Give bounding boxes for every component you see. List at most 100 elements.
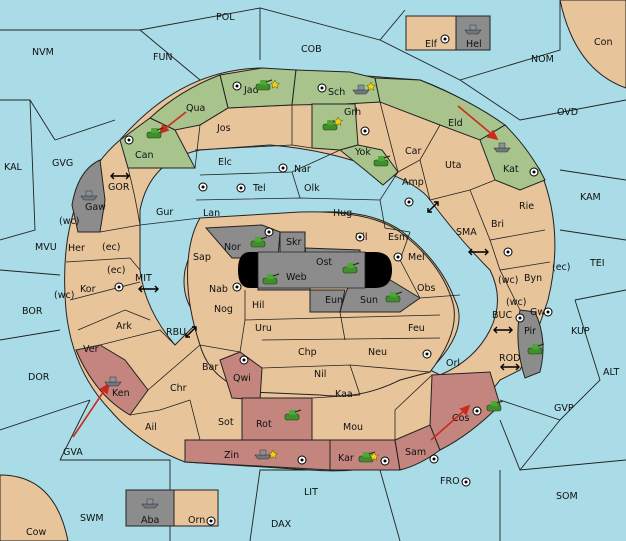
supply-center-marker[interactable] (515, 313, 525, 323)
supply-center-marker[interactable] (198, 182, 208, 192)
label-eun: Eun (325, 295, 343, 306)
label-gur: Gur (156, 207, 173, 218)
province-eld[interactable] (374, 77, 506, 141)
label-nog: Nog (214, 304, 233, 315)
supply-center-marker[interactable] (317, 83, 327, 93)
supply-center-marker[interactable] (393, 252, 403, 262)
label-mit: MIT (135, 273, 152, 284)
fleet-unit-sch[interactable] (352, 84, 370, 95)
label-uta: Uta (445, 160, 462, 171)
supply-center-marker[interactable] (543, 307, 553, 317)
province-pir[interactable] (517, 309, 544, 379)
supply-center-marker[interactable] (380, 456, 390, 466)
strait-arrow-rbu (185, 326, 197, 338)
supply-center-marker[interactable] (404, 197, 414, 207)
label-neu: Neu (368, 347, 387, 358)
label-feu: Feu (408, 323, 425, 334)
green-home-territories (119, 67, 546, 191)
supply-center-marker[interactable] (124, 135, 134, 145)
label-swm: SWM (80, 513, 104, 524)
strait-arrow-sma-2 (468, 248, 489, 256)
supply-center-marker[interactable] (355, 232, 365, 242)
star-icon (366, 81, 376, 91)
label-ovd: OVD (557, 107, 578, 118)
fleet-unit-kat[interactable] (493, 142, 511, 153)
supply-center-marker[interactable] (440, 34, 450, 44)
fleet-unit-aba[interactable] (141, 498, 159, 509)
supply-center-marker[interactable] (236, 183, 246, 193)
army-unit-sun[interactable] (385, 291, 403, 303)
land-labels: Elf Hel Jad Sch Qua Grh Eld Jos Can Yok … (54, 39, 570, 526)
army-unit-cos[interactable] (486, 400, 504, 412)
supply-center-marker[interactable] (360, 126, 370, 136)
label-esm: Esm (388, 232, 408, 243)
ost-web-overlay[interactable] (257, 251, 366, 289)
label-nab: Nab (209, 284, 228, 295)
fleet-unit-zin[interactable] (254, 449, 272, 460)
star-icon (268, 449, 278, 459)
fleet-unit-hel[interactable] (464, 24, 482, 35)
supply-center-marker[interactable] (503, 247, 513, 257)
label-her: Her (68, 243, 85, 254)
army-unit-kar[interactable] (358, 451, 376, 463)
label-buc: BUC (492, 310, 512, 321)
army-unit-rot[interactable] (284, 409, 302, 421)
label-sam: Sam (405, 447, 426, 458)
label-rie: Rie (519, 201, 534, 212)
army-unit-nor[interactable] (250, 236, 268, 248)
label-can: Can (135, 150, 153, 161)
army-unit-web[interactable] (262, 273, 280, 285)
label-byn: Byn (524, 273, 542, 284)
label-nar: Nar (294, 164, 311, 175)
label-kal: KAL (4, 162, 23, 173)
province-rot[interactable] (241, 397, 313, 441)
supply-center-marker[interactable] (114, 282, 124, 292)
label-rot: Rot (256, 419, 272, 430)
label-eld: Eld (448, 118, 463, 129)
label-lit: LIT (304, 487, 318, 498)
supply-center-marker[interactable] (461, 477, 471, 487)
supply-center-marker[interactable] (239, 355, 249, 365)
label-cob: COB (301, 44, 322, 55)
supply-center-marker[interactable] (529, 167, 539, 177)
label-jad: Jad (243, 85, 259, 96)
army-unit-ost[interactable] (342, 262, 360, 274)
label-amp: Amp (402, 177, 424, 188)
province-kat[interactable] (479, 124, 546, 191)
label-uru: Uru (255, 323, 272, 334)
star-icon (333, 116, 343, 126)
label-rod: ROD (499, 353, 520, 364)
supply-center-marker[interactable] (297, 455, 307, 465)
label-cow: Cow (26, 527, 46, 538)
fleet-unit-gaw[interactable] (80, 190, 98, 201)
label-chp: Chp (298, 347, 317, 358)
label-pir: Pir (524, 326, 536, 337)
supply-center-marker[interactable] (232, 282, 242, 292)
label-wc-3: (wc) (498, 275, 518, 286)
label-sch: Sch (328, 87, 345, 98)
army-unit-pir[interactable] (527, 343, 545, 355)
label-gvp: GVP (554, 403, 574, 414)
label-kaa: Kaa (335, 389, 353, 400)
supply-center-marker[interactable] (472, 406, 482, 416)
province-qwi[interactable] (219, 351, 263, 401)
army-unit-yok[interactable] (373, 155, 391, 167)
army-unit-can[interactable] (146, 127, 164, 139)
supply-center-marker[interactable] (232, 81, 242, 91)
label-ken: Ken (112, 388, 130, 399)
supply-center-marker[interactable] (422, 349, 432, 359)
province-can[interactable] (119, 117, 196, 169)
supply-center-marker[interactable] (264, 227, 274, 237)
label-elc: Elc (218, 157, 232, 168)
units (80, 24, 545, 509)
army-unit-jad[interactable] (255, 79, 273, 91)
supply-center-marker[interactable] (206, 516, 216, 526)
supply-center-marker[interactable] (278, 163, 288, 173)
province-nor[interactable] (204, 224, 281, 259)
fleet-unit-ken[interactable] (104, 376, 122, 387)
supply-center-marker[interactable] (429, 454, 439, 464)
label-gaw: Gaw (85, 202, 106, 213)
label-rbu: RBU (166, 327, 186, 338)
